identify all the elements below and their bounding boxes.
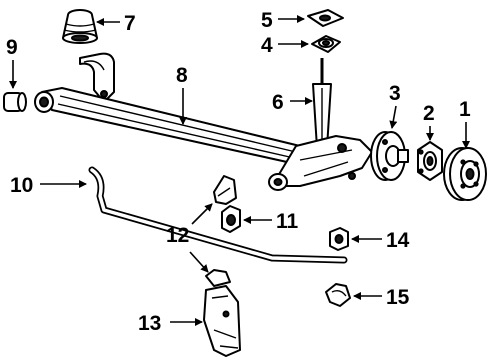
clamp-part	[325, 283, 351, 307]
callout-2: 2	[423, 102, 435, 125]
callout-12: 12	[166, 224, 189, 247]
mount-insulator-part	[311, 35, 341, 53]
callout-labels: 1 2 3 4 5 6 7 8 9 10 11 12 13 14 15	[6, 9, 471, 335]
backing-plate-part	[370, 131, 409, 181]
stabilizer-bracket-lower-part	[205, 269, 231, 287]
callout-1: 1	[459, 98, 471, 121]
stabilizer-bar-part	[88, 166, 348, 264]
callout-6: 6	[272, 91, 284, 114]
hub-bearing-part	[417, 141, 443, 181]
callout-5: 5	[261, 9, 273, 32]
callout-11: 11	[276, 210, 299, 233]
rear-axle-beam-part	[34, 52, 373, 191]
stabilizer-insulator-part	[221, 205, 241, 233]
callout-15: 15	[386, 286, 410, 309]
leader-lines	[9, 15, 470, 326]
stabilizer-bracket-upper-part	[213, 175, 237, 205]
callout-13: 13	[138, 312, 161, 335]
brake-drum-part	[443, 147, 487, 201]
callout-3: 3	[389, 82, 401, 105]
link-bracket-part	[203, 285, 241, 357]
callout-14: 14	[386, 229, 410, 252]
callout-4: 4	[261, 34, 273, 57]
upper-mount-plate-part	[307, 9, 344, 27]
leader-3	[389, 105, 398, 129]
callout-8: 8	[176, 64, 188, 87]
callout-9: 9	[6, 36, 18, 59]
bushing-part	[3, 92, 27, 112]
spring-insulator-part	[62, 9, 98, 44]
insulator-part	[329, 227, 349, 251]
leader-12a	[191, 203, 213, 225]
callout-7: 7	[124, 12, 136, 35]
callout-10: 10	[10, 174, 33, 197]
leader-12b	[189, 251, 209, 273]
